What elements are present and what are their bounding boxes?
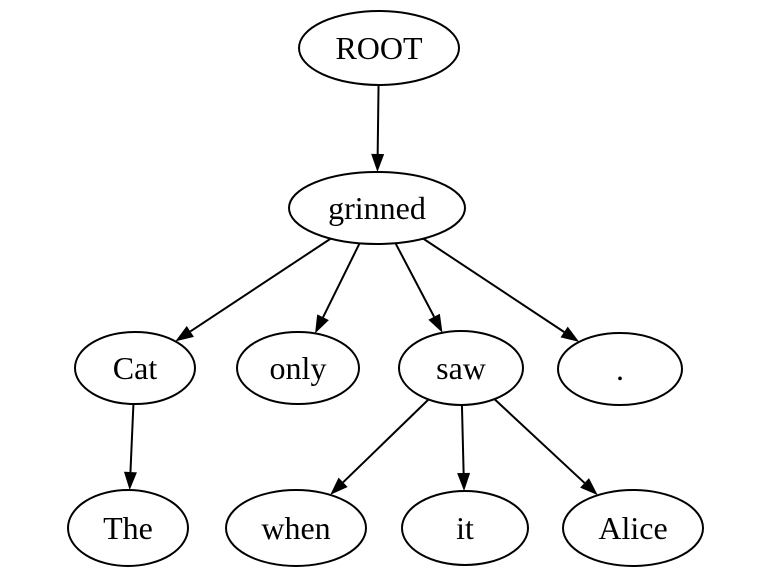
edge-grinned-Cat bbox=[175, 237, 332, 342]
node-only: only bbox=[236, 331, 360, 405]
edge-arrowhead bbox=[457, 472, 471, 492]
edge-saw-it bbox=[457, 404, 471, 492]
node-label-Alice: Alice bbox=[598, 510, 667, 546]
edge-line bbox=[493, 398, 586, 484]
node-ellipse-period bbox=[557, 332, 683, 406]
node-ellipse-grinned bbox=[288, 171, 466, 245]
node-ellipse-Cat bbox=[74, 331, 196, 405]
edge-line bbox=[342, 398, 430, 484]
node-Cat: Cat bbox=[74, 331, 196, 405]
edge-line bbox=[129, 403, 135, 473]
edge-saw-Alice bbox=[493, 398, 598, 496]
edge-line bbox=[189, 237, 332, 333]
node-label-it: it bbox=[456, 510, 474, 546]
node-label-The: The bbox=[103, 510, 153, 546]
node-grinned: grinned bbox=[288, 171, 466, 245]
edge-line bbox=[394, 242, 435, 318]
node-label-ROOT: ROOT bbox=[335, 30, 423, 66]
node-when: when bbox=[225, 489, 367, 567]
edge-line bbox=[422, 237, 565, 333]
edge-ROOT-grinned bbox=[371, 84, 385, 173]
node-ellipse-only bbox=[236, 331, 360, 405]
node-label-Cat: Cat bbox=[113, 350, 158, 386]
node-Alice: Alice bbox=[562, 489, 704, 567]
edge-arrowhead bbox=[371, 153, 385, 173]
node-label-when: when bbox=[261, 510, 330, 546]
node-label-period: . bbox=[616, 351, 624, 387]
edge-line bbox=[376, 84, 380, 155]
node-label-saw: saw bbox=[436, 350, 486, 386]
node-ellipse-saw bbox=[398, 330, 524, 406]
node-ellipse-Alice bbox=[562, 489, 704, 567]
edge-line bbox=[460, 404, 465, 474]
node-The: The bbox=[67, 489, 189, 567]
node-label-grinned: grinned bbox=[328, 190, 426, 226]
edge-arrowhead bbox=[123, 471, 137, 491]
edge-arrowhead bbox=[330, 477, 348, 495]
edge-arrowhead bbox=[315, 314, 329, 334]
node-ellipse-ROOT bbox=[298, 10, 460, 86]
edge-arrowhead bbox=[580, 478, 598, 496]
node-saw: saw bbox=[398, 330, 524, 406]
node-period: . bbox=[557, 332, 683, 406]
node-ellipse-The bbox=[67, 489, 189, 567]
node-it: it bbox=[401, 490, 529, 566]
edge-grinned-period bbox=[422, 237, 580, 342]
edge-arrowhead bbox=[560, 326, 580, 342]
edge-arrowhead bbox=[428, 313, 443, 333]
edge-Cat-The bbox=[123, 403, 137, 491]
edge-arrowhead bbox=[175, 325, 194, 342]
node-ROOT: ROOT bbox=[298, 10, 460, 86]
edge-line bbox=[322, 242, 361, 318]
node-label-only: only bbox=[270, 350, 327, 386]
edge-grinned-only bbox=[315, 242, 361, 334]
edge-grinned-saw bbox=[394, 242, 443, 333]
node-ellipse-when bbox=[225, 489, 367, 567]
node-ellipse-it bbox=[401, 490, 529, 566]
edge-saw-when bbox=[330, 398, 430, 495]
